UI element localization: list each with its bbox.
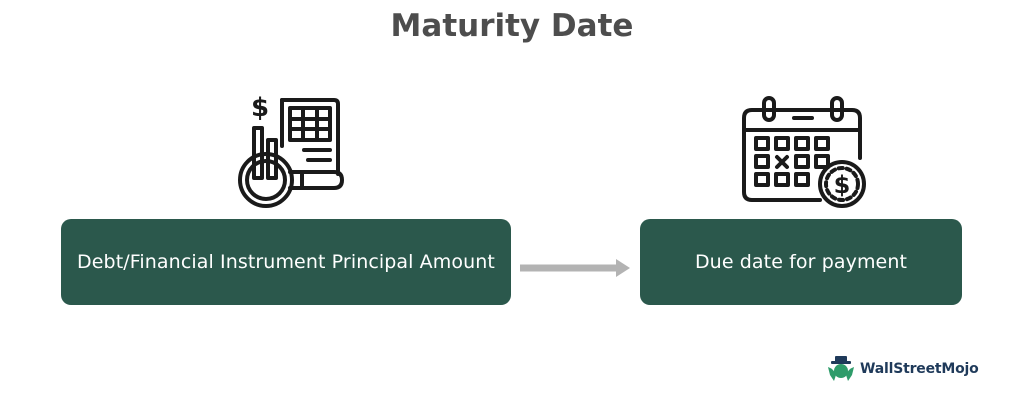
- financial-document-magnifier-icon: $: [238, 93, 344, 208]
- principal-amount-box: Debt/Financial Instrument Principal Amou…: [61, 219, 511, 305]
- due-date-label: Due date for payment: [694, 251, 908, 273]
- due-date-box: Due date for payment: [640, 219, 962, 305]
- calendar-dollar-icon: $: [742, 96, 866, 208]
- wallstreetmojo-logo-icon: [828, 356, 854, 381]
- brand-watermark: WallStreetMojo: [826, 355, 979, 383]
- svg-text:$: $: [834, 171, 851, 199]
- principal-amount-label: Debt/Financial Instrument Principal Amou…: [77, 251, 495, 273]
- right-arrow-icon: [520, 259, 630, 277]
- brand-name: WallStreetMojo: [860, 361, 979, 377]
- page-title: Maturity Date: [390, 8, 634, 44]
- svg-text:$: $: [251, 93, 269, 123]
